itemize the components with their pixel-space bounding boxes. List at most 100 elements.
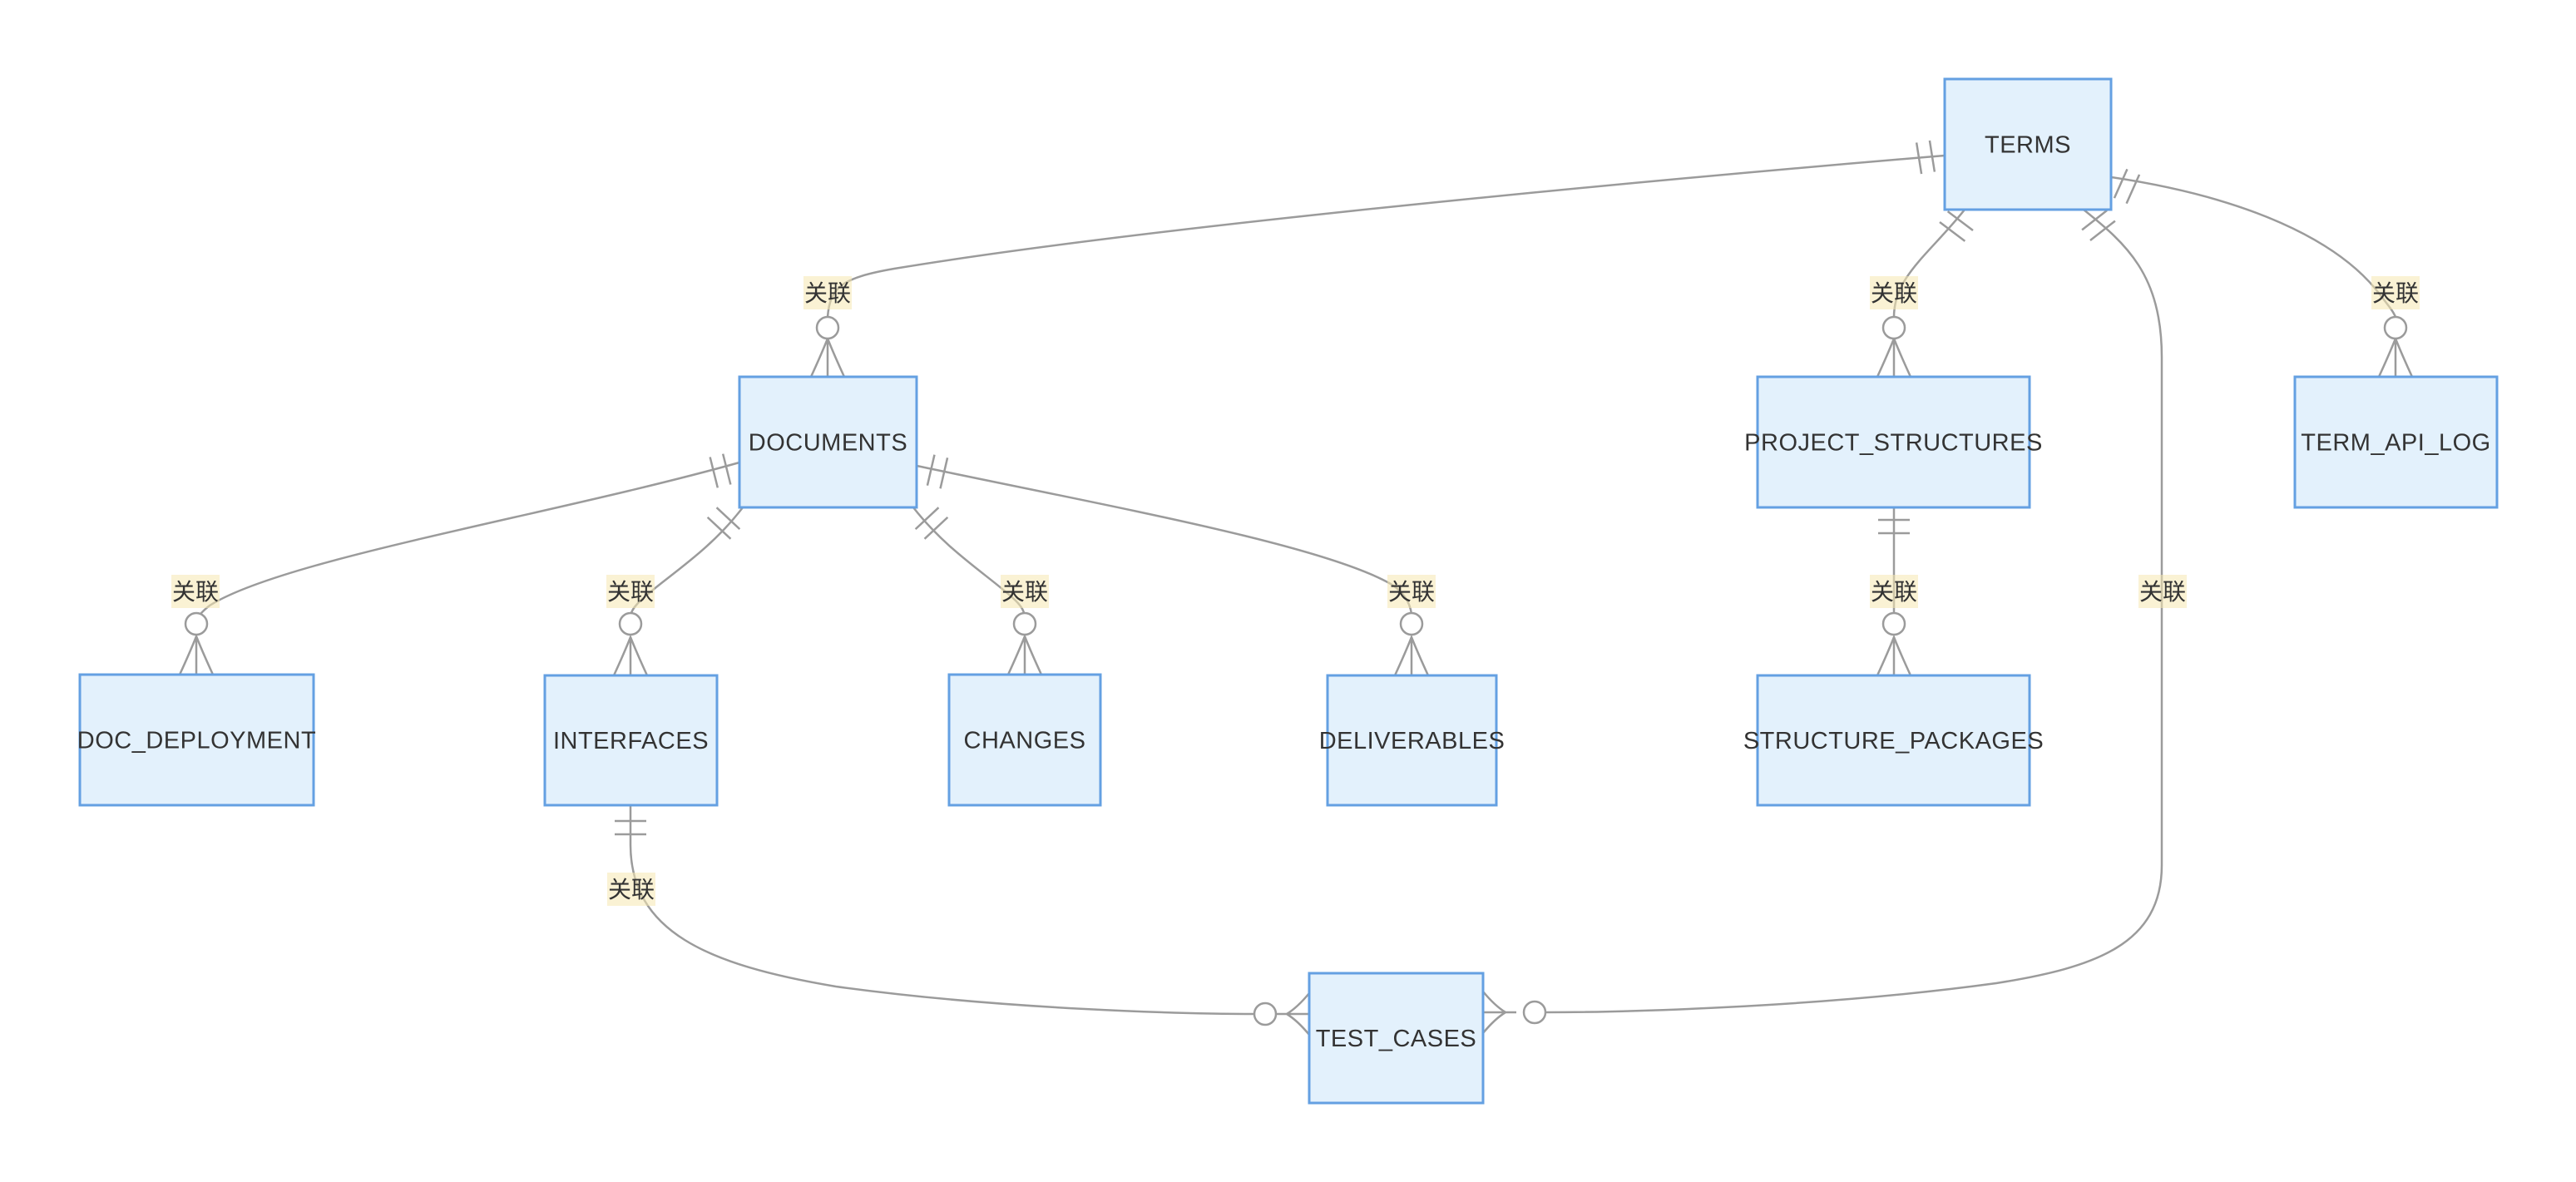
- entity-label: INTERFACES: [553, 728, 709, 754]
- relationship-label-text: 关联: [172, 579, 219, 605]
- entity-TERMS: TERMS: [1943, 77, 2113, 211]
- relationship-label-bg: [1001, 575, 1049, 608]
- relationship-label: 关联: [1870, 575, 1918, 608]
- relationship-label: 关联: [171, 575, 220, 608]
- entity-label: STRUCTURE_PACKAGES: [1743, 728, 2044, 754]
- entity-label: DOC_DEPLOYMENT: [77, 728, 316, 754]
- exactly-one-marker: [1946, 210, 1974, 232]
- exactly-one-marker: [2089, 220, 2116, 241]
- entity-CHANGES: CHANGES: [947, 673, 1102, 807]
- relationship-label-bg: [1870, 575, 1918, 608]
- relationship-line: [195, 461, 740, 621]
- entity-box: [1308, 972, 1485, 1105]
- entity-label: DELIVERABLES: [1319, 728, 1506, 754]
- entity-box: [78, 673, 315, 807]
- entity-box: [543, 674, 719, 807]
- zero-circle-marker: [1253, 1001, 1278, 1026]
- exactly-one-marker: [1939, 220, 1966, 242]
- relationship-label: 关联: [803, 276, 852, 309]
- crow-foot-many-marker: [178, 633, 215, 675]
- entity-INTERFACES: INTERFACES: [543, 674, 719, 807]
- relationship-DOCUMENTS-DELIVERABLES: 关联: [916, 454, 1436, 676]
- entity-label: TERM_API_LOG: [2301, 430, 2490, 457]
- relationship-label-bg: [2371, 276, 2420, 309]
- exactly-one-marker: [2113, 168, 2129, 199]
- zero-circle-marker: [1881, 315, 1906, 340]
- relationship-label-bg: [803, 276, 852, 309]
- relationship-DOCUMENTS-CHANGES: 关联: [912, 507, 1049, 675]
- exactly-one-marker: [926, 454, 936, 486]
- entity-label: PROJECT_STRUCTURES: [1744, 430, 2043, 457]
- exactly-one-marker: [939, 457, 949, 489]
- relationship-PROJECT_STRUCTURES-STRUCTURE_PACKAGES: 关联: [1870, 507, 1918, 676]
- entity-label: DOCUMENTS: [749, 430, 907, 457]
- relationship-label: 关联: [2138, 575, 2187, 608]
- entity-DOC_DEPLOYMENT: DOC_DEPLOYMENT: [77, 673, 316, 807]
- entity-PROJECT_STRUCTURES: PROJECT_STRUCTURES: [1744, 375, 2043, 509]
- entity-box: [947, 673, 1102, 807]
- exactly-one-marker: [1915, 142, 1923, 175]
- zero-circle-marker: [815, 315, 840, 340]
- relationship-label-text: 关联: [1871, 579, 1917, 605]
- relationship-label-text: 关联: [2139, 579, 2186, 605]
- relationship-label-text: 关联: [2372, 280, 2419, 306]
- relationship-label-bg: [606, 575, 655, 608]
- relationship-label-bg: [1870, 276, 1918, 309]
- exactly-one-marker: [721, 453, 732, 485]
- relationship-TERMS-TERM_API_LOG: 关联: [2110, 168, 2420, 378]
- relationship-label: 关联: [1870, 276, 1918, 309]
- relationship-line: [1545, 209, 2163, 1014]
- exactly-one-marker: [914, 507, 940, 531]
- relationship-line: [629, 805, 1257, 1016]
- relationship-label-text: 关联: [607, 579, 654, 605]
- relationship-DOCUMENTS-DOC_DEPLOYMENT: 关联: [171, 453, 740, 675]
- crow-foot-many-marker: [1876, 634, 1912, 676]
- entity-box: [1756, 674, 2031, 807]
- relationship-label-text: 关联: [1388, 579, 1435, 605]
- relationship-label-bg: [1387, 575, 1436, 608]
- relationship-label: 关联: [1387, 575, 1436, 608]
- crow-foot-many-marker: [1482, 991, 1516, 1034]
- relationship-label-text: 关联: [1871, 280, 1917, 306]
- zero-circle-marker: [618, 611, 643, 636]
- zero-circle-marker: [1881, 611, 1906, 636]
- zero-circle-marker: [184, 611, 209, 636]
- crow-foot-many-marker: [1393, 634, 1430, 676]
- relationship-label-bg: [171, 575, 220, 608]
- relationship-label: 关联: [607, 873, 655, 906]
- exactly-one-marker: [2081, 210, 2108, 231]
- entity-STRUCTURE_PACKAGES: STRUCTURE_PACKAGES: [1743, 674, 2044, 807]
- zero-circle-marker: [1522, 1000, 1547, 1025]
- entity-box: [1943, 77, 2113, 211]
- zero-circle-marker: [1399, 611, 1424, 636]
- entity-label: CHANGES: [964, 728, 1086, 754]
- relationship-label: 关联: [2371, 276, 2420, 309]
- entity-DELIVERABLES: DELIVERABLES: [1319, 674, 1506, 807]
- relationship-label-bg: [2138, 575, 2187, 608]
- entity-TEST_CASES: TEST_CASES: [1308, 972, 1485, 1105]
- exactly-one-marker: [1928, 140, 1936, 172]
- relationship-INTERFACES-TEST_CASES: 关联: [607, 805, 1310, 1036]
- exactly-one-marker: [715, 507, 741, 531]
- relationship-line: [826, 154, 1946, 318]
- relationship-label-bg: [607, 873, 655, 906]
- crow-foot-many-marker: [1006, 633, 1043, 675]
- entity-box: [1326, 674, 1498, 807]
- relationship-label: 关联: [606, 575, 655, 608]
- entity-DOCUMENTS: DOCUMENTS: [738, 375, 918, 509]
- entity-label: TERMS: [1985, 132, 2071, 159]
- crow-foot-many-marker: [1276, 992, 1310, 1036]
- exactly-one-marker: [923, 516, 949, 540]
- entity-box: [2293, 375, 2499, 509]
- entity-box: [738, 375, 918, 509]
- entity-box: [1756, 375, 2031, 509]
- relationship-TERMS-DOCUMENTS: 关联: [803, 140, 1946, 378]
- zero-circle-marker: [2383, 315, 2408, 340]
- exactly-one-marker: [709, 457, 719, 488]
- relationship-label-text: 关联: [804, 280, 851, 306]
- relationship-TERMS-PROJECT_STRUCTURES: 关联: [1870, 209, 1974, 378]
- entity-label: TEST_CASES: [1316, 1026, 1477, 1052]
